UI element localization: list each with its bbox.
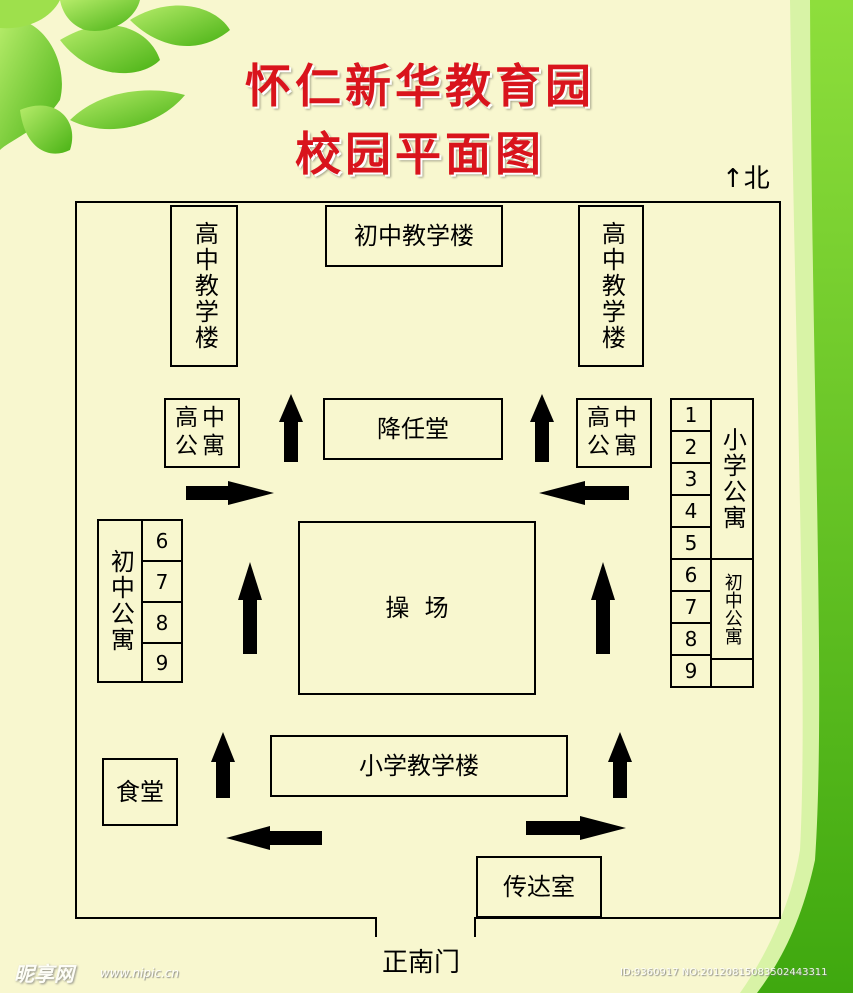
primary-dorm: 小学公寓 bbox=[710, 398, 754, 560]
right-room-2: 2 bbox=[670, 430, 712, 464]
arrow-up-3 bbox=[238, 562, 262, 654]
primary-teaching-building: 小学教学楼 bbox=[270, 735, 568, 797]
arrow-up-5 bbox=[211, 732, 235, 798]
ms-dorm-right: 初中公寓 bbox=[710, 558, 754, 660]
arrow-left-2 bbox=[226, 826, 322, 850]
hall: 降任堂 bbox=[323, 398, 503, 460]
hs-dorm-right: 高中公寓 bbox=[576, 398, 652, 468]
arrow-right-2 bbox=[526, 816, 626, 840]
arrow-up-4 bbox=[591, 562, 615, 654]
south-gate-label: 正南门 bbox=[382, 948, 461, 978]
right-light-band bbox=[740, 0, 820, 993]
north-indicator: ↑北 bbox=[722, 164, 770, 194]
right-green-band bbox=[755, 0, 853, 993]
right-room-3: 3 bbox=[670, 462, 712, 496]
watermark-brand: 昵享网 bbox=[14, 962, 74, 986]
watermark-url: www.nipic.cn bbox=[100, 966, 179, 980]
right-room-7: 7 bbox=[670, 590, 712, 624]
right-room-9: 9 bbox=[670, 654, 712, 688]
right-empty-cell bbox=[710, 658, 754, 688]
ms-teaching-building: 初中教学楼 bbox=[325, 205, 503, 267]
left-room-7: 7 bbox=[141, 560, 183, 603]
right-room-4: 4 bbox=[670, 494, 712, 528]
leaf-decoration bbox=[0, 0, 230, 154]
hs-teaching-building-left: 高中教学楼 bbox=[170, 205, 238, 367]
title-line-1: 怀仁新华教育园 bbox=[245, 59, 595, 113]
hs-dorm-left: 高中公寓 bbox=[164, 398, 240, 468]
arrow-up-1 bbox=[279, 394, 303, 462]
left-room-8: 8 bbox=[141, 601, 183, 644]
ms-dorm-left: 初中公寓 bbox=[97, 519, 143, 683]
title-line-2: 校园平面图 bbox=[295, 127, 545, 181]
campus-wall bbox=[75, 201, 781, 937]
watermark-id: ID:9360917 NO:20120815083502443311 bbox=[620, 967, 828, 978]
playground: 操 场 bbox=[298, 521, 536, 695]
right-room-6: 6 bbox=[670, 558, 712, 592]
gatehouse: 传达室 bbox=[476, 856, 602, 918]
right-room-1: 1 bbox=[670, 398, 712, 432]
arrow-up-2 bbox=[530, 394, 554, 462]
arrows bbox=[186, 394, 632, 850]
canteen: 食堂 bbox=[102, 758, 178, 826]
right-room-5: 5 bbox=[670, 526, 712, 560]
left-room-6: 6 bbox=[141, 519, 183, 562]
hs-teaching-building-right: 高中教学楼 bbox=[578, 205, 644, 367]
arrow-up-6 bbox=[608, 732, 632, 798]
arrow-left-1 bbox=[539, 481, 629, 505]
right-room-8: 8 bbox=[670, 622, 712, 656]
left-room-9: 9 bbox=[141, 642, 183, 683]
arrow-right-1 bbox=[186, 481, 274, 505]
